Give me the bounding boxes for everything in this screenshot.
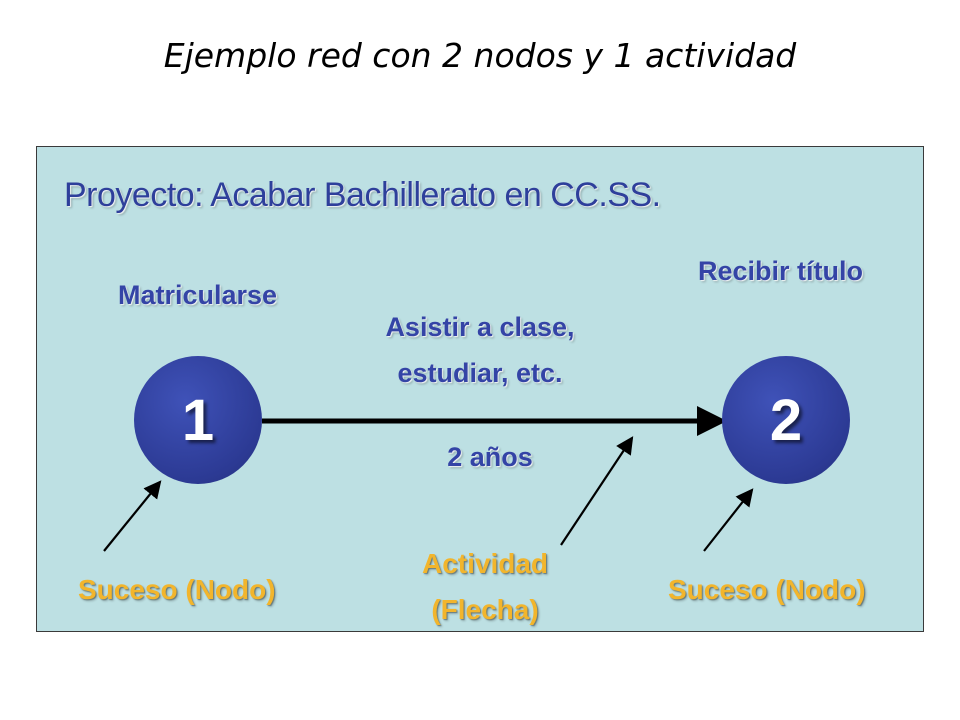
- legend-node-left: Suceso (Nodo): [78, 574, 276, 605]
- activity-description-line2: estudiar, etc.: [397, 358, 563, 388]
- node1-event-label: Matricularse: [118, 280, 278, 310]
- pointer-arrow-activity: [560, 436, 634, 546]
- node-2: 2: [722, 356, 850, 484]
- node-1: 1: [134, 356, 262, 484]
- page-title: Ejemplo red con 2 nodos y 1 actividad: [163, 36, 797, 75]
- node-1-label: 1: [181, 387, 215, 453]
- node-2-label: 2: [769, 387, 803, 453]
- activity-description-line1: Asistir a clase,: [385, 312, 575, 342]
- legend-activity-line1: Actividad: [421, 548, 549, 579]
- activity-duration: 2 años: [447, 442, 533, 472]
- pointer-arrow-node-left: [103, 480, 162, 552]
- legend-activity-line2: (Flecha): [431, 594, 539, 625]
- project-title: Proyecto: Acabar Bachillerato en CC.SS.: [64, 176, 661, 214]
- legend-node-right: Suceso (Nodo): [668, 574, 866, 605]
- pointer-arrow-node-right: [703, 488, 754, 552]
- node2-event-label: Recibir título: [698, 256, 864, 286]
